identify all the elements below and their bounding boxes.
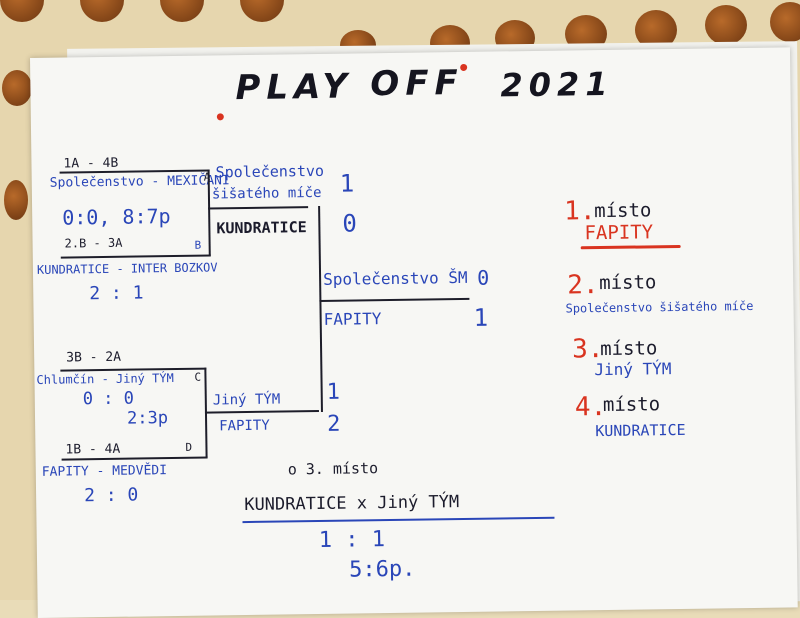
sf1-team-top-line2: šišatého míče <box>211 184 322 203</box>
third-place-underline <box>242 516 555 524</box>
tray-hole <box>770 2 800 42</box>
final-score-bottom: 1 <box>473 303 489 332</box>
qf4-score: 2 : 0 <box>83 484 139 507</box>
rank-3-label: místo <box>599 337 658 361</box>
title-off: OFF <box>370 62 465 105</box>
tray-hole <box>4 180 28 220</box>
rank-1-underline <box>580 244 681 250</box>
final-team-top: Společenstvo ŠM <box>322 267 468 289</box>
qf1-seed-bottom: 2.B - 3A <box>64 235 123 251</box>
qf4-teams: FAPITY - MEDVĚDI <box>41 463 168 480</box>
third-place-match: KUNDRATICE x Jiný TÝM <box>244 492 460 516</box>
qf4-seed-top: 1B - 4A <box>65 441 121 458</box>
rank-1-number: 1. <box>563 196 596 227</box>
handwritten-bracket-sheet: PLAY OFF 2021 1A - 4B Společenstvo - MEX… <box>30 47 798 618</box>
tray-hole <box>2 70 32 106</box>
tray-hole <box>160 0 204 22</box>
tray-hole <box>80 0 124 22</box>
qf3-seed-top: 3B - 2A <box>66 349 122 366</box>
qf3-score: 0 : 0 <box>82 388 135 410</box>
rank-4-number: 4. <box>574 391 607 423</box>
qf1-marker-b: B <box>194 238 202 252</box>
sf2-team-bottom: FAPITY <box>219 417 270 435</box>
sf1-score-bottom: 0 <box>342 209 357 238</box>
third-place-label: o 3. místo <box>287 459 379 479</box>
tray-hole <box>0 0 44 22</box>
bracket-line <box>60 254 211 259</box>
rank-3-number: 3. <box>571 334 604 365</box>
red-dot <box>216 113 224 121</box>
third-place-pens: 5:6p. <box>349 556 416 583</box>
sf2-score-bottom: 2 <box>326 411 341 437</box>
red-dot <box>460 63 468 71</box>
rank-3-team: Jiný TÝM <box>594 359 672 380</box>
sf1-score-top: 1 <box>339 169 355 198</box>
qf1-score: 0:0, 8:7p <box>62 204 171 230</box>
tray-hole <box>240 0 284 22</box>
qf3-teams: Chlumčín - Jiný TÝM <box>36 371 174 387</box>
rank-4-label: místo <box>602 393 661 417</box>
tray-hole <box>705 5 747 45</box>
rank-4-team: KUNDRATICE <box>595 420 686 441</box>
rank-2-team: Společenstvo šišatého míče <box>565 298 754 316</box>
rank-2-label: místo <box>599 271 657 295</box>
qf1-seed-top: 1A - 4B <box>63 155 119 172</box>
third-place-score: 1 : 1 <box>318 527 386 554</box>
final-score-top: 0 <box>476 265 490 290</box>
bracket-line <box>318 205 323 412</box>
final-team-bottom: FAPITY <box>323 309 382 329</box>
bracket-line <box>204 410 319 414</box>
title-year: 2021 <box>500 64 614 105</box>
qf3-score-pens: 2:3p <box>126 408 169 429</box>
sf1-team-bottom: KUNDRATICE <box>216 218 307 238</box>
sf1-team-top-line1: Společenstvo <box>215 161 325 182</box>
qf3-marker-c: C <box>194 370 202 384</box>
title-play: PLAY <box>235 66 354 109</box>
qf4-marker-d: D <box>185 440 193 454</box>
rank-2-number: 2. <box>567 270 599 301</box>
rank-1-team: FAPITY <box>584 221 654 245</box>
qf2-score: 2 : 1 <box>89 282 144 305</box>
bracket-line <box>319 297 470 302</box>
sf2-score-top: 1 <box>326 379 341 405</box>
sf2-team-top: Jiný TÝM <box>212 391 281 409</box>
bracket-line <box>208 206 309 210</box>
rank-1-label: místo <box>594 199 652 223</box>
qf2-teams: KUNDRATICE - INTER BOZKOV <box>36 260 218 277</box>
